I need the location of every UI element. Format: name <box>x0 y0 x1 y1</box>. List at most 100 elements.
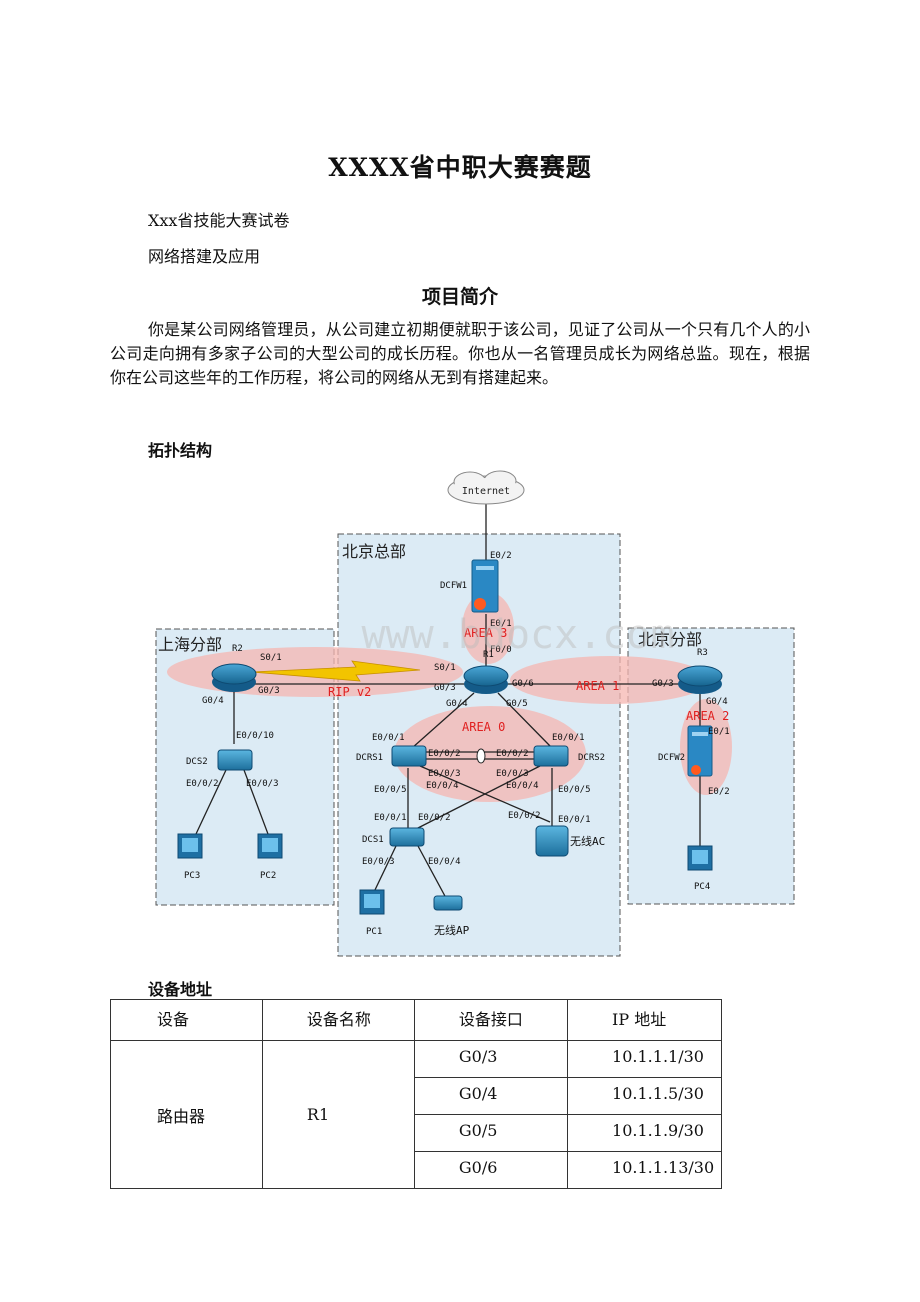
dcrs1-label: DCRS1 <box>356 753 383 763</box>
device-name-cell: R1 <box>306 1105 330 1124</box>
port-label: E0/0/5 <box>374 785 407 795</box>
ip-cell: 10.1.1.13/30 <box>612 1158 715 1177</box>
table-header-cell: 设备名称 <box>306 1010 371 1029</box>
interface-cell: G0/6 <box>458 1158 498 1177</box>
port-label: E0/2 <box>490 551 512 561</box>
switch-icon <box>533 745 569 767</box>
port-label: E0/1 <box>490 619 512 629</box>
dcfw1-label: DCFW1 <box>440 581 467 591</box>
address-heading: 设备地址 <box>148 980 213 999</box>
port-label: E0/0/2 <box>428 749 461 759</box>
network-topology-diagram: 北京总部 上海分部 北京分部 Internet <box>155 470 795 957</box>
table-header-cell: IP 地址 <box>612 1010 667 1029</box>
pc1-label: PC1 <box>366 927 382 937</box>
router-icon <box>463 665 509 694</box>
shanghai-site-label: 上海分部 <box>158 635 222 654</box>
switch-icon <box>391 745 427 767</box>
port-label: E0/0/3 <box>246 779 279 789</box>
ip-cell: 10.1.1.1/30 <box>612 1047 704 1066</box>
dcs2-label: DCS2 <box>186 757 208 767</box>
r3-label: R3 <box>697 648 708 658</box>
table-header-row: 设备 设备名称 设备接口 IP 地址 <box>110 999 722 1041</box>
port-label: G0/3 <box>434 683 456 693</box>
port-label: G0/4 <box>202 696 224 706</box>
topology-heading: 拓扑结构 <box>148 441 213 460</box>
pc-icon <box>359 889 385 915</box>
hq-site-label: 北京总部 <box>342 542 406 561</box>
watermark: www.bdocx.com <box>361 612 674 658</box>
ip-cell: 10.1.1.9/30 <box>612 1121 704 1140</box>
port-label: E0/1 <box>708 727 730 737</box>
router-icon <box>677 665 723 694</box>
port-label: G0/4 <box>446 699 468 709</box>
area2-label: AREA 2 <box>686 709 729 723</box>
interface-cell: G0/4 <box>458 1084 498 1103</box>
router-icon <box>211 663 257 692</box>
port-label: E0/0/1 <box>374 813 407 823</box>
table-header-cell: 设备接口 <box>458 1010 523 1029</box>
port-label: E0/0/10 <box>236 731 274 741</box>
section-title: 项目简介 <box>421 286 498 308</box>
port-label: E0/0/1 <box>558 815 591 825</box>
dcfw2-label: DCFW2 <box>658 753 685 763</box>
serial-link-icon <box>251 660 421 682</box>
port-label: E0/0/2 <box>418 813 451 823</box>
port-channel-icon <box>476 748 486 764</box>
port-label: E0/0/4 <box>428 857 461 867</box>
port-label: E0/0/5 <box>558 785 591 795</box>
port-label: E0/2 <box>708 787 730 797</box>
port-label: E0/0/2 <box>496 749 529 759</box>
port-label: F0/0 <box>490 645 512 655</box>
access-point-icon <box>433 895 463 911</box>
port-label: E0/0/2 <box>508 811 541 821</box>
port-label: E0/0/3 <box>362 857 395 867</box>
table-row: G0/4 10.1.1.5/30 <box>111 1077 722 1115</box>
table-row: 路由器 R1 G0/3 10.1.1.1/30 <box>110 1040 722 1189</box>
port-label: E0/0/3 <box>496 769 529 779</box>
ac-label: 无线AC <box>570 834 605 848</box>
document-title: XXXX省中职大赛赛题 <box>328 153 592 182</box>
table-header-cell: 设备 <box>157 1010 190 1029</box>
r1-label: R1 <box>483 650 494 660</box>
area0-label: AREA 0 <box>462 720 505 734</box>
port-label: G0/3 <box>258 686 280 696</box>
area1-zone <box>510 656 710 704</box>
module-name: 网络搭建及应用 <box>148 247 261 266</box>
port-label: E0/0/1 <box>552 733 585 743</box>
port-label: G0/6 <box>512 679 534 689</box>
ap-label: 无线AP <box>434 923 470 937</box>
device-type-cell: 路由器 <box>157 1106 206 1126</box>
pc3-label: PC3 <box>184 871 200 881</box>
interface-cell: G0/3 <box>458 1047 498 1066</box>
port-label: S0/1 <box>260 653 282 663</box>
ip-cell: 10.1.1.5/30 <box>612 1084 704 1103</box>
device-address-table: 设备 设备名称 设备接口 IP 地址 路由器 R1 G0/3 10.1.1.1/… <box>110 999 722 1189</box>
port-label: S0/1 <box>434 663 456 673</box>
exam-subtitle: Xxx省技能大赛试卷 <box>148 211 290 230</box>
pc-icon <box>177 833 203 859</box>
port-label: E0/0/1 <box>372 733 405 743</box>
firewall-icon <box>471 559 499 613</box>
wireless-controller-icon <box>535 825 569 857</box>
pc-icon <box>687 845 713 871</box>
table-row: G0/5 10.1.1.9/30 <box>111 1114 722 1152</box>
area1-label: AREA 1 <box>576 679 619 693</box>
area3-label: AREA 3 <box>464 626 507 640</box>
rip-label: RIP v2 <box>328 685 371 699</box>
interface-cell: G0/5 <box>458 1121 498 1140</box>
port-label: E0/0/4 <box>426 781 459 791</box>
internet-label: Internet <box>462 486 510 497</box>
port-label: E0/0/3 <box>428 769 461 779</box>
r2-label: R2 <box>232 644 243 654</box>
firewall-icon <box>687 725 713 777</box>
port-label: E0/0/2 <box>186 779 219 789</box>
pc-icon <box>257 833 283 859</box>
switch-icon <box>217 749 253 771</box>
area0-zone <box>394 706 586 802</box>
beijing-branch-site-label: 北京分部 <box>638 630 702 649</box>
dcs1-label: DCS1 <box>362 835 384 845</box>
pc2-label: PC2 <box>260 871 276 881</box>
pc4-label: PC4 <box>694 882 710 892</box>
internet-cloud-icon <box>447 470 525 505</box>
intro-paragraph: 你是某公司网络管理员，从公司建立初期便就职于该公司，见证了公司从一个只有几个人的… <box>110 320 810 387</box>
